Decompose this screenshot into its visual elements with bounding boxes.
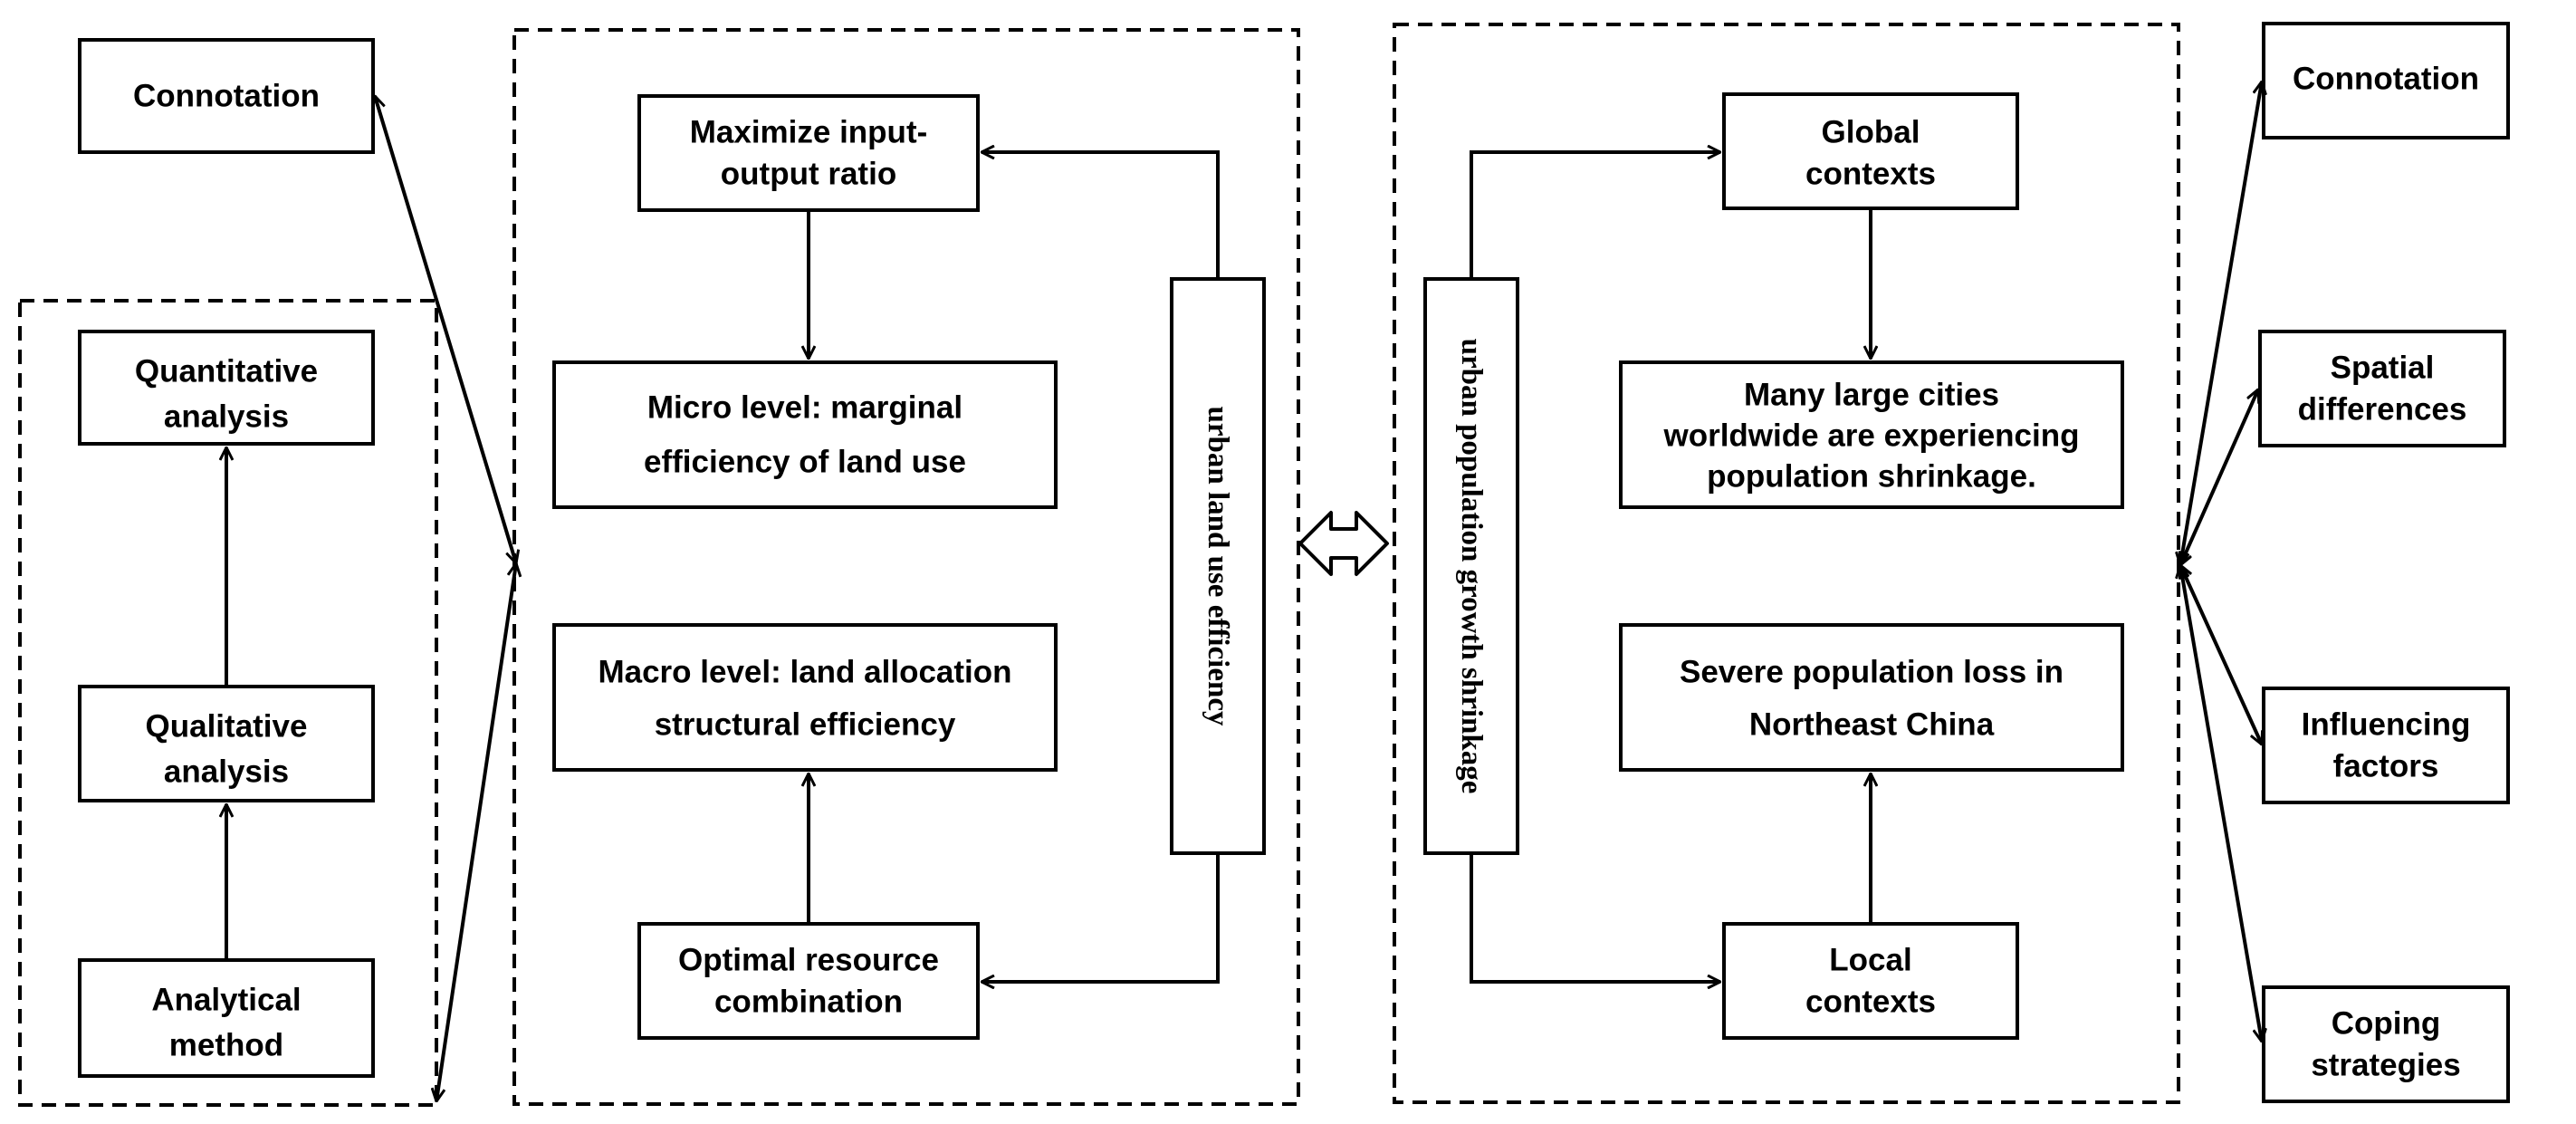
local-label-line1: Local — [1829, 943, 1911, 978]
population-shrinkage-label: urban population growth shrinkage — [1455, 339, 1488, 794]
severe-loss-label-line1: Severe population loss in — [1680, 655, 2064, 690]
many-cities-label-line1: Many large cities — [1744, 378, 1999, 413]
micro-label-line2: efficiency of land use — [644, 445, 966, 480]
macro-level-box: Macro level: land allocation structural … — [552, 623, 1058, 772]
many-cities-box: Many large cities worldwide are experien… — [1619, 360, 2124, 509]
global-contexts-box: Global contexts — [1722, 92, 2019, 210]
arrow-efficiency-to-maximize — [982, 152, 1220, 277]
spatial-differences-box: Spatial differences — [2258, 330, 2506, 447]
spatial-label-line2: differences — [2298, 392, 2467, 428]
population-shrinkage-bar: urban population growth shrinkage — [1423, 277, 1519, 855]
influencing-factors-box: Influencing factors — [2262, 687, 2510, 804]
arrow-influencing-link — [2180, 565, 2262, 745]
coping-label-line1: Coping — [2332, 1006, 2441, 1042]
analytical-label-line1: Analytical — [151, 983, 301, 1018]
connotation-box-left: Connotation — [78, 38, 375, 154]
spatial-label-line1: Spatial — [2331, 351, 2435, 386]
connotation-box-right: Connotation — [2262, 22, 2510, 139]
optimal-resource-box: Optimal resource combination — [637, 922, 980, 1040]
severe-loss-box: Severe population loss in Northeast Chin… — [1619, 623, 2124, 772]
coping-label-line2: strategies — [2311, 1048, 2460, 1083]
arrow-coping-link — [2180, 565, 2262, 1042]
qualitative-label-line2: analysis — [164, 754, 289, 790]
influencing-label-line1: Influencing — [2302, 707, 2471, 743]
severe-loss-label-line2: Northeast China — [1749, 707, 1995, 743]
land-use-efficiency-bar: urban land use efficiency — [1170, 277, 1266, 855]
arrow-efficiency-to-optimal — [982, 855, 1220, 982]
arrow-connotation-left-link — [375, 96, 516, 563]
maximize-ratio-box: Maximize input- output ratio — [637, 94, 980, 212]
macro-label-line1: Macro level: land allocation — [598, 655, 1011, 690]
quantitative-label-line2: analysis — [164, 399, 289, 435]
coping-strategies-box: Coping strategies — [2262, 985, 2510, 1103]
qualitative-analysis-box: Qualitative analysis — [78, 685, 375, 802]
local-contexts-box: Local contexts — [1722, 922, 2019, 1040]
methods-group-frame — [18, 299, 438, 1107]
arrow-spatial-link — [2180, 389, 2258, 565]
connotation-left-label: Connotation — [133, 79, 320, 114]
land-use-efficiency-label: urban land use efficiency — [1202, 407, 1234, 726]
micro-level-box: Micro level: marginal efficiency of land… — [552, 360, 1058, 509]
arrow-shrinkage-to-local — [1470, 855, 1720, 982]
micro-label-line1: Micro level: marginal — [647, 390, 962, 426]
quantitative-label-line1: Quantitative — [135, 354, 318, 389]
connotation-right-label: Connotation — [2293, 62, 2479, 97]
influencing-label-line2: factors — [2333, 749, 2439, 784]
global-label-line1: Global — [1822, 115, 1920, 150]
arrow-methods-link — [436, 563, 516, 1101]
analytical-label-line2: method — [169, 1028, 283, 1063]
local-label-line2: contexts — [1805, 985, 1936, 1020]
arrow-right-connotation-link — [2180, 82, 2262, 565]
arrow-shrinkage-to-global — [1470, 152, 1720, 277]
analytical-method-box: Analytical method — [78, 958, 375, 1078]
many-cities-label-line3: population shrinkage. — [1707, 459, 2036, 495]
macro-label-line2: structural efficiency — [655, 707, 956, 743]
global-label-line2: contexts — [1805, 157, 1936, 192]
double-arrow-icon — [1298, 511, 1389, 576]
many-cities-label-line2: worldwide are experiencing — [1662, 418, 2079, 454]
maximize-label-line1: Maximize input- — [690, 115, 928, 150]
quantitative-analysis-box: Quantitative analysis — [78, 330, 375, 446]
optimal-label-line2: combination — [714, 985, 903, 1020]
optimal-label-line1: Optimal resource — [678, 943, 939, 978]
qualitative-label-line1: Qualitative — [146, 709, 308, 745]
maximize-label-line2: output ratio — [721, 157, 896, 192]
